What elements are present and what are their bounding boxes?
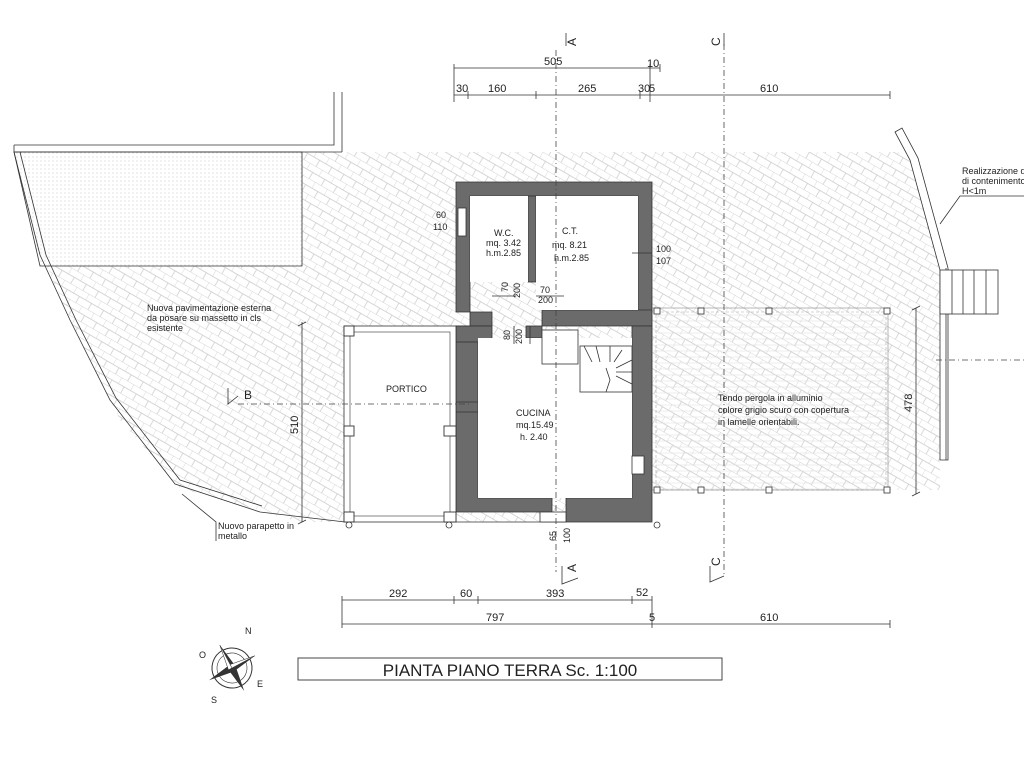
cucina-window-height: 100 (562, 528, 572, 543)
cucina-window-width: 65 (548, 531, 558, 541)
ct-door-height: 200 (538, 295, 553, 305)
dim-52: 52 (636, 587, 648, 599)
ct-area: mq. 8.21 (552, 240, 587, 250)
exterior-stairs (939, 269, 999, 315)
pavement-note-line3: esistente (147, 323, 183, 333)
cucina-area: mq.15.49 (516, 420, 554, 430)
dim-60-bottom: 60 (460, 588, 472, 600)
wc-area: mq. 3.42 (486, 238, 521, 248)
pavement-note-line1: Nuova pavimentazione esterna (147, 303, 271, 313)
dim-478: 478 (903, 394, 915, 412)
dim-610-top: 610 (760, 83, 778, 95)
wall-note-line3: H<1m (962, 186, 986, 196)
pergola-note-line3: in lamelle orientabili. (718, 417, 800, 427)
pavement-note-line2: da posare su massetto in cls (147, 313, 262, 323)
pergola (651, 307, 891, 494)
section-c-top: C (709, 37, 723, 46)
cucina-door-height: 200 (514, 329, 524, 344)
pergola-note-line1: Tendo pergola in alluminio (718, 393, 823, 403)
wall-note-line1: Realizzazione di (962, 166, 1024, 176)
compass-s: S (211, 695, 217, 705)
dim-265: 265 (578, 83, 596, 95)
wc-name: W.C. (494, 228, 514, 238)
wall-note-line2: di contenimento (962, 176, 1024, 186)
north-compass (209, 644, 256, 691)
dim-292: 292 (389, 588, 407, 600)
compass-o: O (199, 650, 206, 660)
ct-name: C.T. (562, 226, 578, 236)
dim-505: 505 (544, 56, 562, 68)
dim-10: 10 (647, 58, 659, 70)
compass-n: N (245, 626, 252, 636)
portico-structure (343, 325, 661, 529)
retaining-wall (894, 127, 949, 461)
cucina-name: CUCINA (516, 408, 551, 418)
cucina-door-width: 80 (502, 330, 512, 340)
dim-797: 797 (486, 612, 504, 624)
dim-393: 393 (546, 588, 564, 600)
drawing-title: PIANTA PIANO TERRA Sc. 1:100 (383, 661, 637, 680)
parapet-note-line2: metallo (218, 531, 247, 541)
section-c-bottom: C (709, 557, 723, 566)
dim-30-left: 30 (456, 83, 468, 95)
wc-door-width: 70 (500, 282, 510, 292)
parapet-note-line1: Nuovo parapetto in (218, 521, 294, 531)
ct-door-width: 70 (540, 285, 550, 295)
dim-610-bottom: 610 (760, 612, 778, 624)
compass-e: E (257, 679, 263, 689)
wc-height: h.m.2.85 (486, 248, 521, 258)
section-a-bottom: A (565, 564, 579, 572)
dim-510: 510 (289, 416, 301, 434)
new-parapet-line (13, 151, 346, 523)
existing-boundary-wall (14, 92, 343, 153)
wc-door-height: 200 (512, 283, 522, 298)
wc-window-height: 110 (433, 222, 447, 232)
dim-5-bottom: 5 (649, 612, 655, 624)
garden-area (13, 151, 303, 267)
section-a-top: A (565, 38, 579, 46)
ct-window-width: 100 (656, 244, 671, 254)
top-dimension-lines (453, 64, 891, 102)
dim-160: 160 (488, 83, 506, 95)
bottom-dimension-lines (341, 596, 891, 628)
title-box (297, 657, 723, 681)
wc-window-width: 60 (436, 210, 446, 220)
portico-name: PORTICO (386, 384, 427, 394)
ct-height: h.m.2.85 (554, 253, 589, 263)
dim-5-top: 5 (649, 83, 655, 95)
cucina-height: h. 2.40 (520, 432, 548, 442)
pergola-note-line2: colore grigio scuro con copertura (718, 405, 849, 415)
interior-stair (579, 345, 633, 393)
ct-window-height: 107 (656, 256, 671, 266)
building (446, 181, 653, 523)
dim-30-right: 30 (638, 83, 650, 95)
section-b: B (244, 388, 252, 402)
